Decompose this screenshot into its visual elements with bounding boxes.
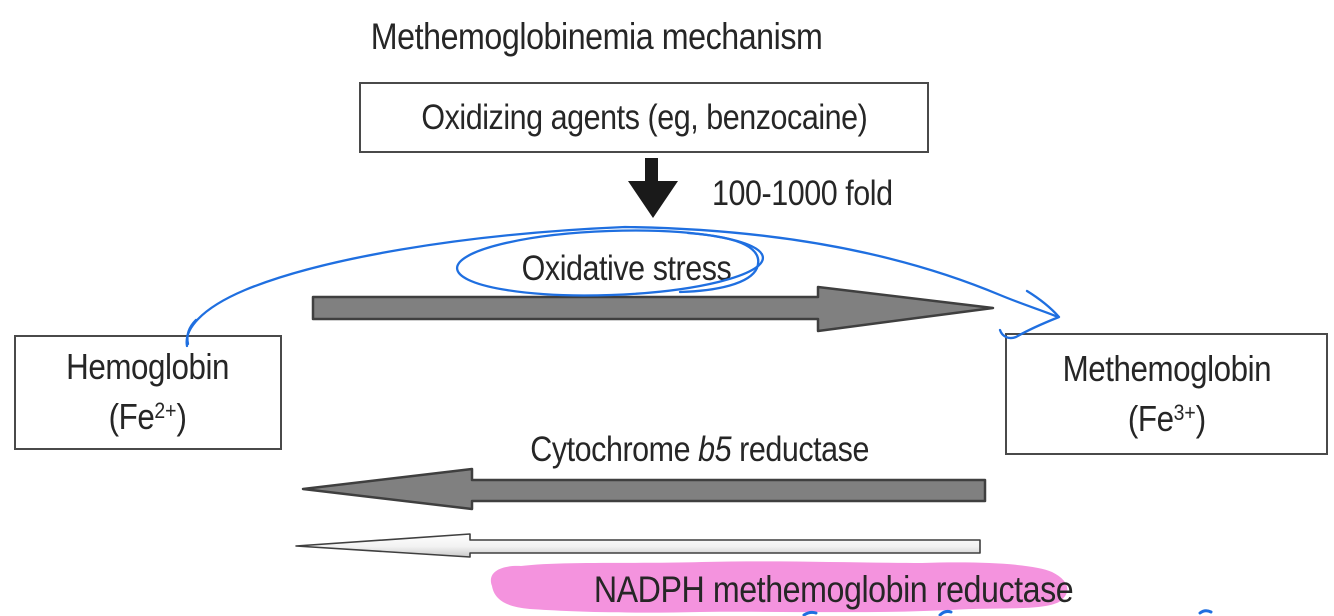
pink-highlight	[490, 561, 1068, 613]
diagram-title: Methemoglobinemia mechanism	[263, 16, 931, 58]
oxidizing-agents-label: Oxidizing agents (eg, benzocaine)	[420, 97, 868, 137]
methemoglobin-name: Methemoglobin	[1062, 347, 1271, 389]
nadph-methemoglobin-reductase-label: NADPH methemoglobin reductase	[593, 569, 1074, 610]
b5-italic: b5	[698, 430, 732, 469]
nadph-arrow-left	[295, 533, 981, 558]
oxidation-arrow-right	[311, 285, 995, 333]
hemoglobin-name: Hemoglobin	[66, 346, 230, 388]
fe3-superscript: 3+	[1173, 399, 1196, 425]
fold-increase-label: 100-1000 fold	[712, 174, 893, 213]
methemoglobin-box: Methemoglobin (Fe3+)	[1005, 333, 1328, 455]
oxidative-stress-label: Oxidative stress	[521, 249, 731, 288]
cytochrome-arrow-left	[301, 467, 987, 511]
methemoglobin-formula: (Fe3+)	[1127, 398, 1206, 440]
hemoglobin-box: Hemoglobin (Fe2+)	[14, 335, 282, 450]
cytochrome-b5-reductase-label: Cytochrome b5 reductase	[530, 430, 870, 469]
hemoglobin-formula: (Fe2+)	[109, 396, 187, 438]
diagram-title-text: Methemoglobinemia mechanism	[371, 16, 823, 57]
fe2-superscript: 2+	[154, 398, 177, 424]
oxidizing-agents-box: Oxidizing agents (eg, benzocaine)	[359, 82, 929, 153]
down-arrow	[628, 158, 678, 218]
